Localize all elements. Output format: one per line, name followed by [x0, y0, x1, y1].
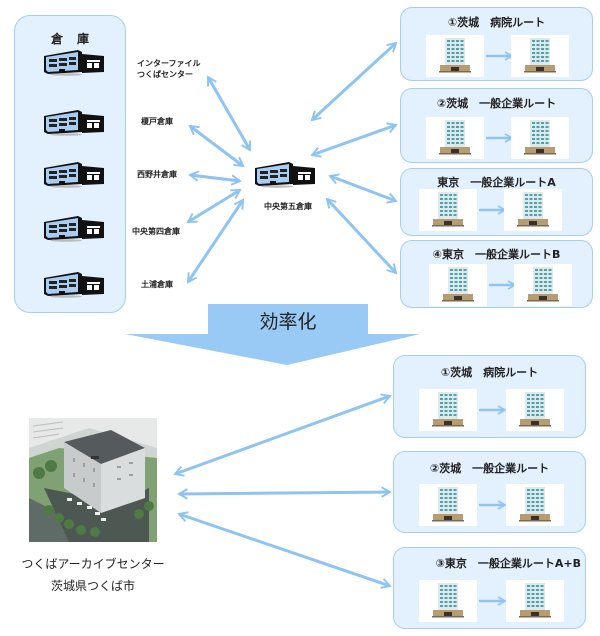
route-card-before-3: 東京 一般企業ルートA	[400, 168, 593, 236]
arrow-facility-route3	[177, 511, 392, 589]
office-building-icon	[519, 392, 551, 428]
arrow-interfile-hub	[206, 75, 252, 152]
arrow-enokido-hub	[188, 124, 245, 168]
warehouse-label-chuo4: 中央第四倉庫	[132, 227, 180, 236]
efficiency-arrow-icon	[125, 304, 420, 365]
facility-photo	[29, 418, 157, 542]
route-arrow-icon	[479, 500, 507, 510]
office-building-icon	[439, 38, 471, 74]
route-arrow-icon	[479, 405, 507, 415]
warehouse-label-nishinoi: 西野井倉庫	[137, 170, 177, 179]
facility-name: つくばアーカイブセンター	[21, 557, 165, 571]
arrow-hub-route1	[310, 41, 398, 122]
route-title: 東京 一般企業ルートA	[437, 176, 556, 189]
route-card-before-4: ④東京 一般企業ルートB	[400, 240, 593, 308]
route-card-after-2: ②茨城 一般企業ルート	[393, 451, 586, 533]
warehouse-icon	[42, 160, 106, 188]
warehouse-label-interfile: インターファイル つくばセンター	[137, 59, 201, 79]
office-building-icon	[524, 120, 556, 156]
warehouse-label-enokido: 榎戸倉庫	[141, 117, 173, 126]
route-title: ④東京 一般企業ルートB	[432, 248, 561, 261]
warehouse-label-tsuchiura: 土浦倉庫	[141, 280, 173, 289]
arrow-facility-route2	[177, 486, 392, 500]
office-building-icon	[524, 38, 556, 74]
facility-location: 茨城県つくば市	[50, 579, 135, 593]
warehouse-icon	[42, 214, 106, 242]
arrow-tsuchiura-hub	[186, 198, 245, 284]
route-title: ①茨城 病院ルート	[440, 366, 539, 379]
efficiency-label: 効率化	[259, 311, 317, 333]
office-building-icon	[527, 267, 559, 303]
office-building-icon	[432, 583, 464, 619]
hub-warehouse-icon	[253, 160, 317, 188]
office-building-icon	[432, 487, 464, 523]
route-title: ②茨城 一般企業ルート	[429, 462, 550, 475]
facility-illustration	[29, 418, 157, 542]
route-arrow-icon	[486, 133, 514, 143]
route-title: ②茨城 一般企業ルート	[436, 97, 557, 110]
office-building-icon	[439, 120, 471, 156]
office-building-icon	[432, 192, 464, 228]
warehouse-group-title: 倉庫	[50, 32, 103, 46]
arrow-hub-route3	[328, 173, 398, 204]
route-card-after-3: ③東京 一般企業ルートA+B	[393, 547, 586, 629]
route-title: ①茨城 病院ルート	[447, 16, 546, 29]
hub-label: 中央第五倉庫	[264, 202, 312, 211]
route-arrow-icon	[479, 596, 507, 606]
arrow-nishinoi-hub	[188, 170, 242, 186]
route-arrow-icon	[489, 280, 517, 290]
route-card-before-2: ②茨城 一般企業ルート	[400, 88, 593, 163]
office-building-icon	[519, 583, 551, 619]
office-building-icon	[517, 192, 549, 228]
office-building-icon	[442, 267, 474, 303]
route-title: ③東京 一般企業ルートA+B	[435, 557, 581, 570]
arrow-facility-route1	[173, 393, 392, 477]
route-arrow-icon	[479, 205, 507, 215]
warehouse-icon	[42, 270, 106, 298]
route-arrow-icon	[486, 51, 514, 61]
warehouse-icon	[42, 48, 106, 76]
warehouse-icon	[42, 108, 106, 136]
arrow-hub-route2	[310, 122, 398, 158]
route-card-after-1: ①茨城 病院ルート	[393, 355, 586, 438]
office-building-icon	[519, 487, 551, 523]
route-card-before-1: ①茨城 病院ルート	[400, 7, 593, 81]
arrow-hub-route4	[325, 197, 398, 275]
office-building-icon	[432, 392, 464, 428]
